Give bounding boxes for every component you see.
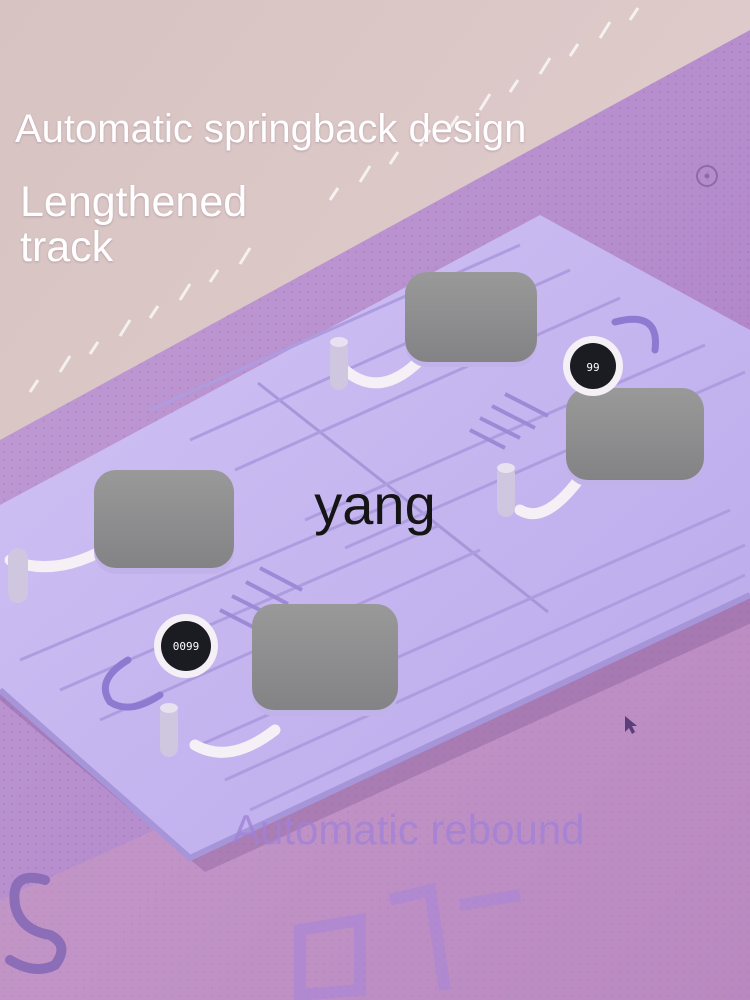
counter-display-upper-text: 99	[586, 361, 599, 374]
caption-springback: Automatic springback design	[15, 107, 527, 151]
pushup-board	[0, 215, 750, 858]
grip-pad-4	[252, 604, 398, 716]
board-edge	[0, 592, 750, 862]
grip-pad-2	[566, 388, 704, 486]
mat-marker-circle	[696, 165, 718, 187]
grip-pad-3	[94, 470, 234, 574]
blurred-mat-characters	[294, 882, 521, 1000]
counter-display-lower: 0099	[154, 614, 218, 678]
hook-lower-left	[102, 656, 164, 711]
ruler-marks	[28, 7, 640, 393]
board-fold-seam	[257, 381, 549, 614]
cursor-arrow-icon	[625, 716, 637, 734]
grip-pad-1	[405, 272, 537, 367]
caption-lengthened-track: Lengthened track	[20, 178, 248, 272]
mat-letter-s	[5, 872, 67, 974]
watermark-text: yang	[314, 473, 436, 536]
counter-display-upper: 99	[563, 336, 623, 396]
pegs	[8, 337, 515, 757]
mat-marker-dot	[704, 173, 710, 179]
caption-automatic-rebound: Automatic rebound	[232, 806, 585, 853]
hook-upper-right	[611, 315, 659, 354]
counter-display-lower-text: 0099	[173, 640, 200, 653]
ridge-stripes	[219, 392, 549, 630]
